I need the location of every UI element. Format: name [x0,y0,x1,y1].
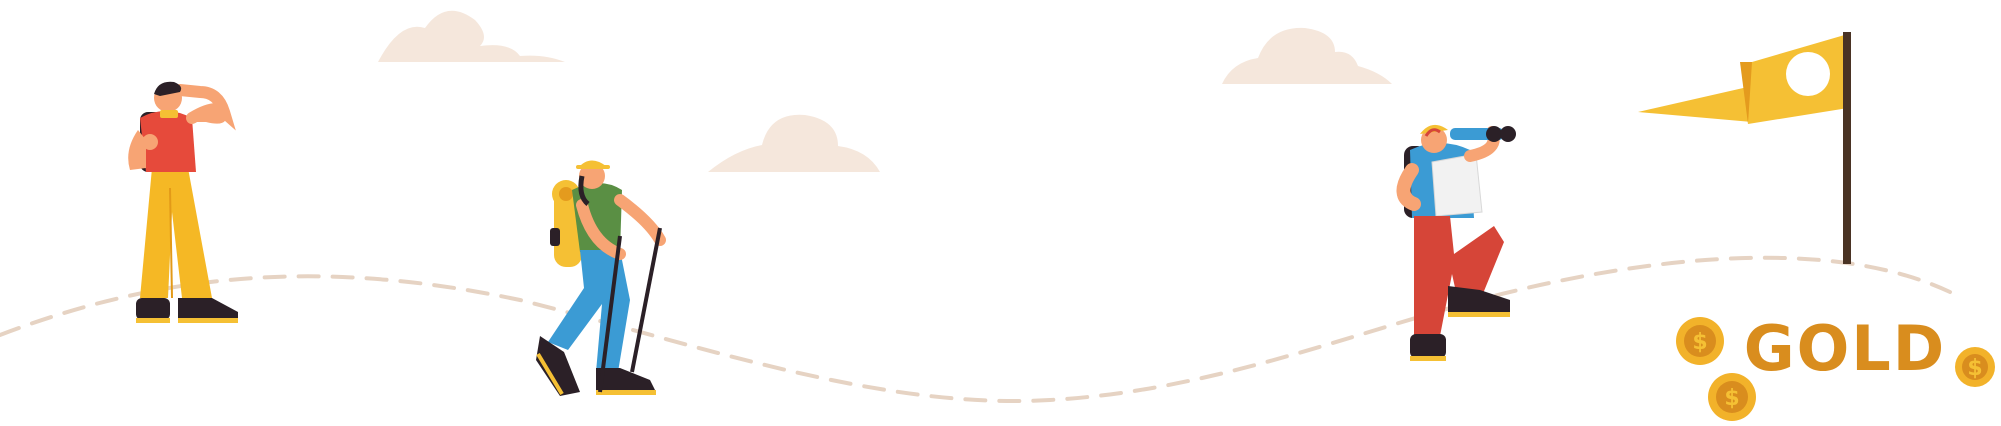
hiker-walking-with-poles [536,160,666,396]
cloud-icon [708,114,880,172]
dashed-trail-path [0,255,1952,403]
cloud-icon [378,10,565,63]
coin-symbol: $ [1724,386,1739,411]
coin-icon: $ [1676,317,1724,365]
trekking-pole-icon [630,227,662,373]
hiker-standing [128,81,238,323]
flag-icon [1638,32,1851,264]
coin-icon: $ [1708,373,1756,421]
coin-icon: $ [1955,347,1995,387]
hiker-with-binoculars [1396,124,1516,361]
trekking-pole-icon [598,235,622,393]
coin-symbol: $ [1967,356,1982,381]
binoculars-icon [1450,126,1516,142]
gold-label: GOLD [1744,312,1947,385]
coin-symbol: $ [1692,330,1707,355]
cloud-icon [1222,27,1392,84]
